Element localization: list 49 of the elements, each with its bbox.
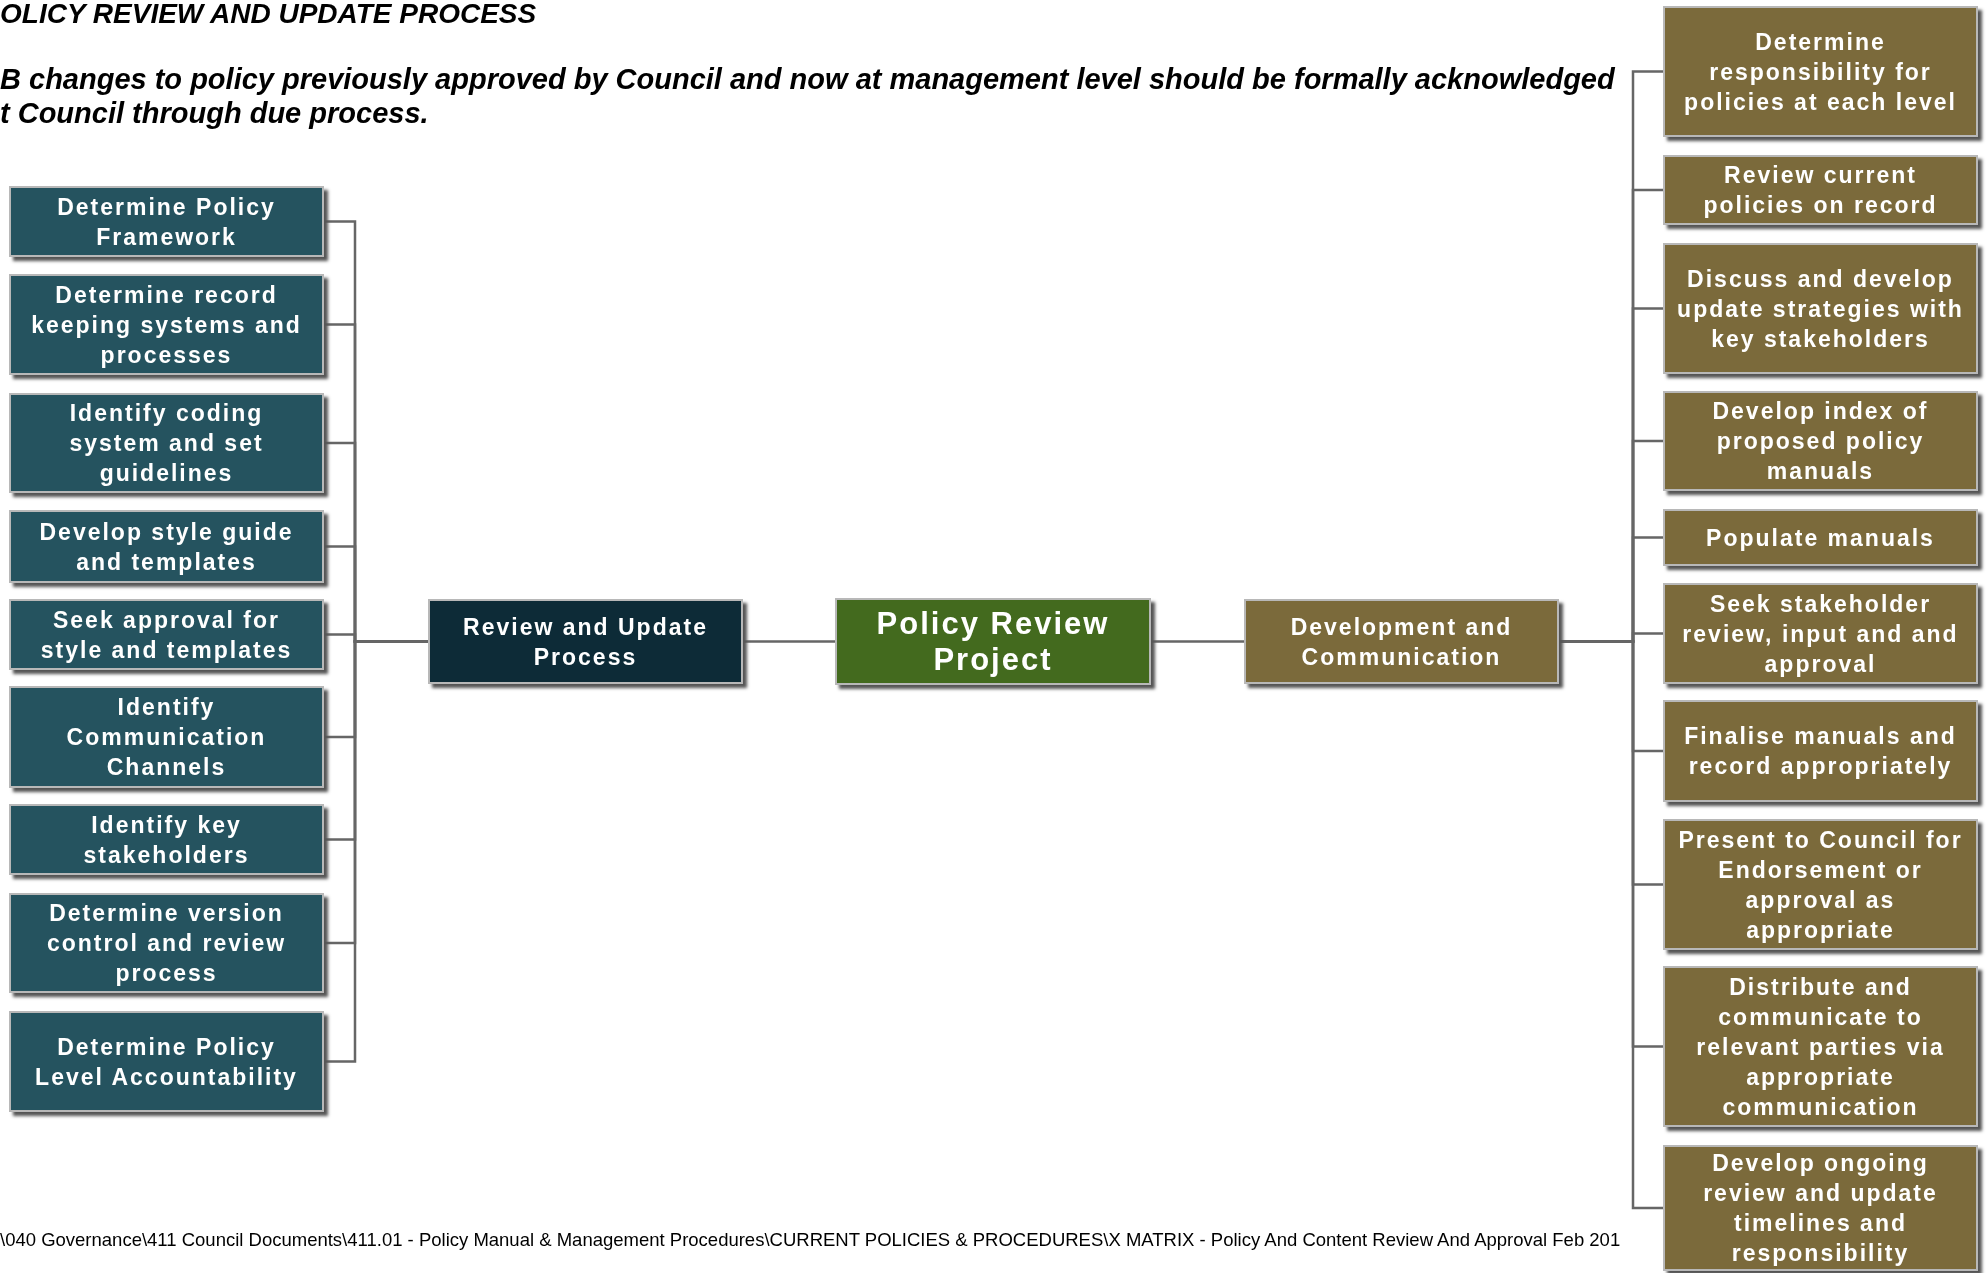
topic-text: Review and Update Process (462, 612, 709, 672)
topic-box (9, 804, 324, 875)
topic-box (1663, 966, 1978, 1127)
topic-box (9, 510, 324, 583)
topic-box (9, 393, 324, 493)
topic-box (1663, 509, 1978, 566)
topic-text: Identify key stakeholders (82, 810, 251, 870)
topic-text: Determine Policy Level Accountability (34, 1032, 299, 1092)
topic-box (1663, 1145, 1978, 1271)
topic-box (9, 1011, 324, 1112)
file-path-footer: \040 Governance\411 Council Documents\411.01 - Policy Manual & Management Procedures\CURRENT POLICIES & PROCEDURES\X MATRIX - Policy And Content Review And Approval Feb 201 (0, 1229, 1621, 1251)
topic-box (9, 599, 324, 670)
topic-text: Determine version control and review process (45, 899, 288, 988)
topic-text: Determine record keeping systems and processes (30, 280, 303, 370)
topic-box (1663, 819, 1978, 950)
topic-text: Finalise manuals and record appropriately (1683, 722, 1958, 781)
topic-box (1663, 6, 1978, 137)
topic-box (1663, 243, 1978, 374)
topic-text: Determine responsibility for policies at each level (1683, 27, 1958, 117)
central-topic-box (835, 598, 1151, 685)
topic-text: Policy Review Project (875, 605, 1111, 678)
topic-box (1663, 700, 1978, 802)
topic-box (1244, 599, 1559, 684)
topic-text: Develop ongoing review and update timelines and responsibility (1702, 1149, 1939, 1268)
topic-text: Distribute and communicate to relevant parties via appropriate communication (1695, 972, 1946, 1122)
topic-text: Identify coding system and set guidelines (68, 399, 265, 488)
topic-text: Seek stakeholder review, input and and approval (1681, 589, 1960, 679)
topic-text: Populate manuals (1706, 523, 1935, 553)
topic-text: Review current policies on record (1702, 161, 1939, 220)
topic-box (9, 186, 324, 257)
topic-text: Develop index of proposed policy manuals (1711, 397, 1930, 486)
page-title: OLICY REVIEW AND UPDATE PROCESS (0, 0, 537, 30)
note-text: B changes to policy previously approved by Council and now at management level should be formally acknowledged t Council through due process. (0, 62, 1615, 130)
topic-box (428, 599, 743, 684)
topic-text: Identify Communication Channels (65, 693, 268, 782)
connector-line (1151, 640, 1244, 643)
topic-text: Discuss and develop update strategies with key stakeholders (1676, 264, 1965, 354)
topic-box (1663, 391, 1978, 491)
topic-text: Develop style guide and templates (38, 517, 295, 577)
topic-text: Development and Communication (1289, 612, 1514, 672)
connector-line (743, 640, 835, 643)
topic-text: Present to Council for Endorsement or approval as appropriate (1677, 825, 1964, 945)
topic-box (1663, 155, 1978, 225)
topic-box (1663, 583, 1978, 684)
topic-text: Seek approval for style and templates (39, 605, 294, 665)
topic-box (9, 274, 324, 375)
topic-box (9, 686, 324, 788)
topic-box (9, 893, 324, 993)
topic-text: Determine Policy Framework (56, 192, 277, 252)
